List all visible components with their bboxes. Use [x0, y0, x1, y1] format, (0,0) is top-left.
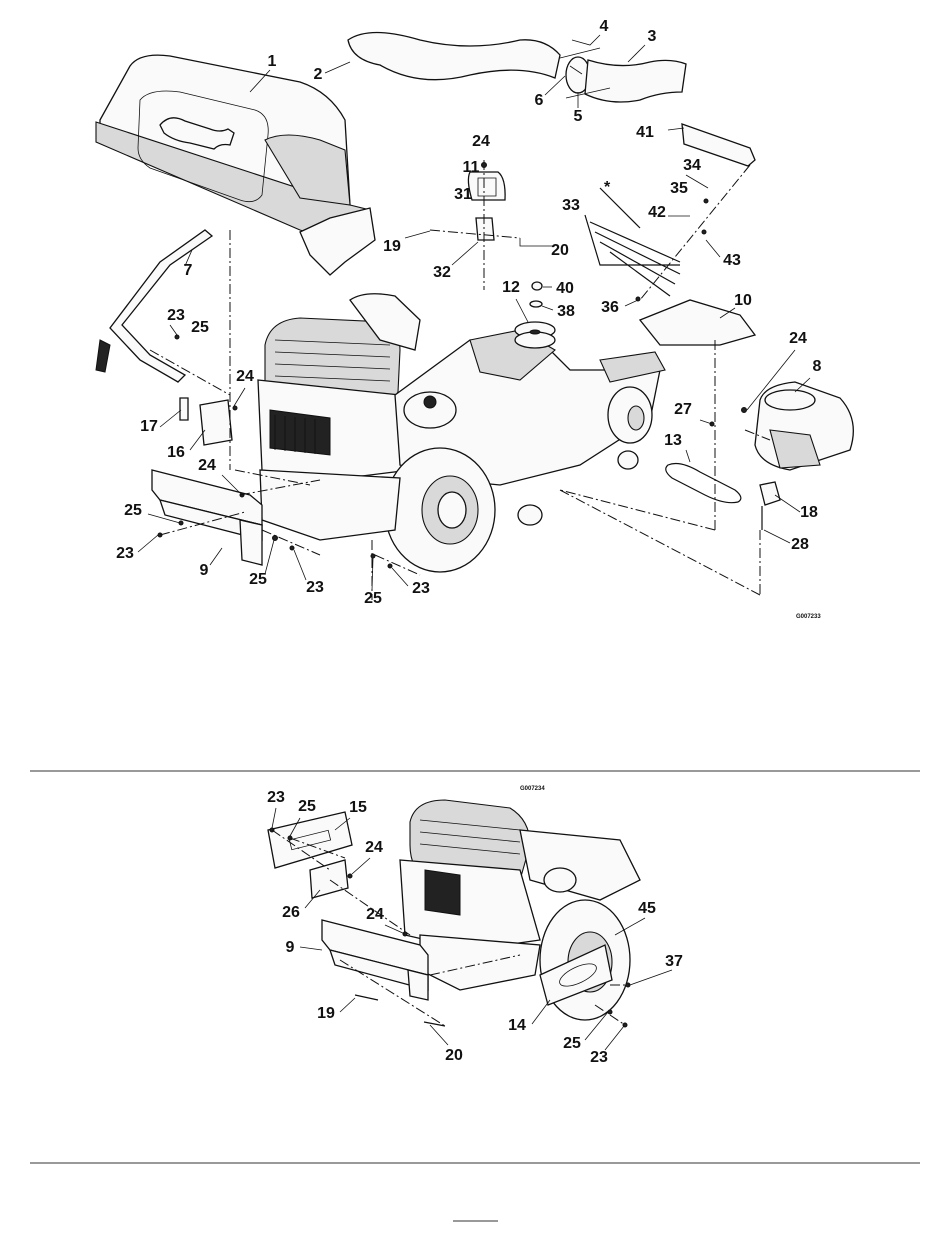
callout-35: 35 [670, 180, 688, 197]
callout-25: 25 [191, 319, 209, 336]
figure-id-bottom: G007234 [520, 786, 545, 792]
mount-plate [268, 812, 352, 868]
figure-top: * G007233 123456412411343531334219204373… [96, 18, 853, 620]
bracket-26 [310, 860, 348, 898]
callout-24: 24 [472, 133, 490, 150]
callout-38: 38 [557, 303, 575, 320]
bracket-18 [760, 482, 780, 505]
callout-23: 23 [306, 579, 324, 596]
callout-45: 45 [638, 900, 656, 917]
callout-28: 28 [791, 536, 809, 553]
front-weight [152, 470, 262, 565]
callout-32: 32 [433, 264, 451, 281]
figure-bottom: G007234 [267, 786, 683, 1066]
bagger-hood [96, 55, 375, 275]
callout-23: 23 [116, 545, 134, 562]
callout-19: 19 [383, 238, 401, 255]
callout-24: 24 [365, 839, 383, 856]
bracket-17 [180, 398, 188, 420]
callout-15: 15 [349, 799, 367, 816]
callout-23: 23 [412, 580, 430, 597]
figure-id-top: G007233 [796, 614, 821, 620]
callout-2: 2 [314, 66, 323, 83]
callout-3: 3 [648, 28, 657, 45]
callout-8: 8 [813, 358, 822, 375]
callout-1: 1 [268, 53, 277, 70]
callout-24: 24 [198, 457, 216, 474]
callout-25: 25 [298, 798, 316, 815]
callout-31: 31 [454, 186, 472, 203]
discharge-hose [348, 33, 686, 103]
callout-34: 34 [683, 157, 701, 174]
callout-14: 14 [508, 1017, 526, 1034]
callout-9: 9 [286, 939, 295, 956]
callout-20: 20 [551, 242, 569, 259]
callout-11: 11 [463, 159, 480, 176]
callout-40: 40 [556, 280, 574, 297]
callout-42: 42 [648, 204, 666, 221]
callout-20: 20 [445, 1047, 463, 1064]
callout-37: 37 [665, 953, 683, 970]
callout-13: 13 [664, 432, 682, 449]
belt [666, 464, 741, 503]
callout-43: 43 [723, 252, 741, 269]
mower-body [258, 294, 665, 572]
callout-25: 25 [364, 590, 382, 607]
callout-12: 12 [502, 279, 520, 296]
callout-5: 5 [574, 108, 583, 125]
callout-18: 18 [800, 504, 818, 521]
callout-4: 4 [600, 18, 609, 35]
callout-25: 25 [563, 1035, 581, 1052]
callout-24: 24 [366, 906, 384, 923]
callout-19: 19 [317, 1005, 335, 1022]
callout-24: 24 [236, 368, 254, 385]
footnote-marker: * [604, 179, 611, 196]
callout-10: 10 [734, 292, 752, 309]
knob [468, 172, 505, 200]
bracket-16 [200, 400, 232, 445]
handle-rod [96, 230, 212, 382]
callout-25: 25 [124, 502, 142, 519]
callout-36: 36 [601, 299, 619, 316]
callout-17: 17 [140, 418, 158, 435]
mower-rear [400, 800, 640, 1020]
pulley [515, 282, 555, 348]
callout-16: 16 [167, 444, 185, 461]
callout-6: 6 [535, 92, 544, 109]
callout-23: 23 [590, 1049, 608, 1066]
callout-24: 24 [789, 330, 807, 347]
callout-41: 41 [636, 124, 654, 141]
callout-9: 9 [200, 562, 209, 579]
latch [476, 218, 494, 240]
callout-26: 26 [282, 904, 300, 921]
blower-housing [755, 382, 853, 470]
callout-23: 23 [167, 307, 185, 324]
callout-27: 27 [674, 401, 692, 418]
callout-33: 33 [562, 197, 580, 214]
callout-23: 23 [267, 789, 285, 806]
callout-7: 7 [184, 262, 193, 279]
callout-25: 25 [249, 571, 267, 588]
